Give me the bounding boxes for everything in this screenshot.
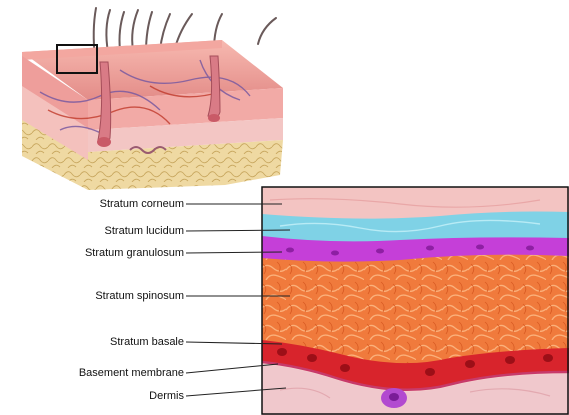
skin-block-illustration xyxy=(22,8,283,190)
label-dermis: Dermis xyxy=(149,390,184,403)
label-stratum-lucidum: Stratum lucidum xyxy=(105,225,184,238)
label-stratum-spinosum: Stratum spinosum xyxy=(95,290,184,303)
epidermis-inset xyxy=(262,187,569,415)
label-stratum-corneum: Stratum corneum xyxy=(100,198,184,211)
label-stratum-granulosum: Stratum granulosum xyxy=(85,247,184,260)
label-basement-membrane: Basement membrane xyxy=(79,367,184,380)
label-stratum-basale: Stratum basale xyxy=(110,336,184,349)
